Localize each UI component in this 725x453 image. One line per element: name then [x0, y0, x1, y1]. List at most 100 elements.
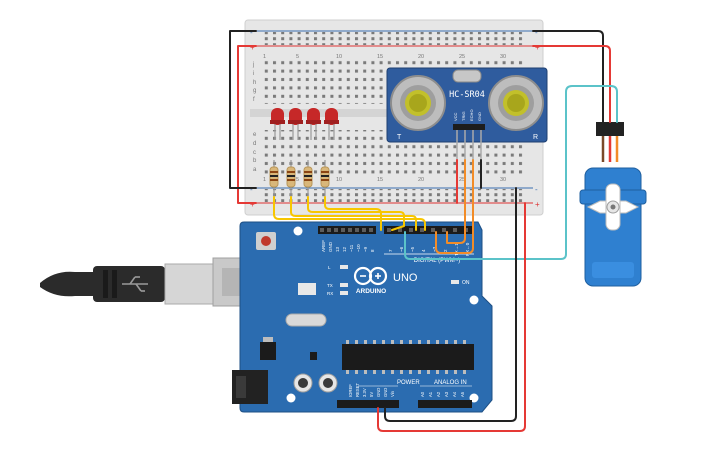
column-number: 30: [500, 54, 506, 60]
row-letter: f: [253, 97, 255, 103]
arduino-board[interactable]: AREF GND 13 12 ~11 ~10 ~9 8 7 ~6 ~5 4 ~3…: [232, 221, 493, 413]
bottom-rail-minus-right: -: [535, 185, 538, 194]
wire-red-rail[interactable]: [237, 45, 257, 204]
mounting-hole: [293, 226, 303, 236]
resistor[interactable]: [303, 160, 313, 197]
sensor-pin-label: VCC: [453, 112, 458, 121]
power-pin-label: 3.3V: [362, 388, 367, 397]
wire-yellow-led[interactable]: [324, 196, 382, 231]
header-pin-label: ~10: [356, 244, 361, 252]
reset-button[interactable]: [256, 232, 276, 250]
power-header: [337, 400, 399, 408]
column-number: 20: [418, 177, 424, 183]
power-pin-label: Vin: [390, 390, 395, 397]
wire-red-5v[interactable]: [377, 202, 526, 432]
transmitter-mark: T: [397, 134, 402, 141]
top-rail-minus-right: -: [535, 28, 538, 37]
wire-yellow-led[interactable]: [290, 196, 417, 231]
microcontroller-chip: [342, 344, 474, 370]
header-pin-label: 4: [421, 249, 426, 252]
power-pin-label: RESET: [355, 383, 360, 397]
resistor-group: [269, 160, 330, 197]
voltage-regulator: [260, 342, 276, 360]
analog-pin-label: A0: [420, 391, 425, 397]
wire-black-rail[interactable]: [229, 30, 257, 189]
resistor[interactable]: [320, 160, 330, 197]
digital-header-low: [384, 226, 474, 234]
analog-pin-label: A3: [444, 391, 449, 397]
header-pin-label: ~9: [363, 246, 368, 252]
led[interactable]: [270, 108, 285, 140]
wire-orange-sensor-trig[interactable]: [446, 159, 466, 244]
wire-yellow-led[interactable]: [307, 196, 405, 231]
header-pin-label: TX→1: [454, 243, 459, 256]
usb-icon: [122, 276, 148, 292]
top-rail-holes: [262, 32, 524, 45]
row-letter: b: [253, 158, 257, 164]
led[interactable]: [306, 108, 321, 140]
mounting-hole: [469, 295, 479, 305]
arduino-logo: [353, 266, 388, 286]
led-label-rx: RX: [327, 291, 333, 296]
analog-pin-label: A4: [452, 391, 457, 397]
column-number: 25: [459, 54, 465, 60]
column-number: 1: [263, 54, 266, 60]
analog-header: [418, 400, 472, 408]
power-pin-label: 5V: [369, 392, 374, 397]
column-number: 1: [263, 177, 266, 183]
capacitors: [293, 373, 338, 393]
servo-motor[interactable]: [579, 122, 647, 287]
wire-yellow-led[interactable]: [273, 196, 426, 231]
led[interactable]: [324, 108, 339, 140]
wire-black-gnd[interactable]: [384, 187, 517, 422]
wire-red-servo-power[interactable]: [532, 45, 611, 123]
bottom-rail-plus: +: [250, 200, 255, 209]
row-letter: i: [253, 71, 254, 77]
led[interactable]: [288, 108, 303, 140]
sensor-model-label: HC-SR04: [449, 90, 485, 100]
icsp-header: [298, 283, 316, 295]
header-pin-label: ~11: [349, 244, 354, 252]
column-number: 20: [418, 54, 424, 60]
header-pin-label: ~5: [410, 246, 415, 252]
servo-connector: [596, 122, 624, 136]
column-number: 30: [500, 177, 506, 183]
header-pin-label: ~3: [432, 246, 437, 252]
sensor-pin-header: [453, 124, 485, 130]
header-pin-label: AREF: [321, 240, 326, 252]
digital-header-high: [318, 226, 376, 234]
bottom-rail-plus-right: +: [535, 200, 540, 209]
header-pin-label: GND: [328, 241, 333, 252]
power-pin-label: GND: [376, 388, 381, 397]
wires: [229, 30, 618, 432]
ultrasonic-sensor[interactable]: HC-SR04 T R VCC TRIG ECHO GND: [386, 67, 548, 160]
analog-pin-label: A1: [428, 391, 433, 397]
header-pin-label: 8: [370, 249, 375, 252]
row-letter: c: [253, 150, 256, 156]
analog-pin-label: A5: [460, 391, 465, 397]
resistor[interactable]: [286, 160, 296, 197]
header-pin-label: 7: [388, 249, 393, 252]
receiver-transducer: [488, 75, 544, 131]
power-led: [451, 280, 459, 284]
wire-black-servo-ground[interactable]: [532, 30, 604, 123]
resistor[interactable]: [269, 160, 279, 197]
column-number: 10: [336, 54, 342, 60]
wire-orange-sensor-echo[interactable]: [435, 159, 474, 254]
power-led-label: ON: [462, 280, 470, 286]
led-group: [270, 108, 339, 140]
wire-cyan-servo-signal[interactable]: [404, 85, 618, 260]
arduino-brand-label: ARDUINO: [356, 288, 386, 295]
servo-horn[interactable]: [586, 183, 640, 231]
row-letter: j: [252, 62, 254, 68]
column-number: 5: [296, 177, 299, 183]
top-rail-plus: +: [250, 43, 255, 52]
sensor-pin-label: GND: [477, 112, 482, 121]
row-letter: e: [253, 132, 257, 138]
column-number: 10: [336, 177, 342, 183]
status-leds: L TX RX: [327, 265, 348, 296]
sensor-pin-label: TRIG: [461, 111, 466, 121]
analog-pin-label: A2: [436, 391, 441, 397]
header-pin-label: RX←0: [465, 242, 470, 256]
